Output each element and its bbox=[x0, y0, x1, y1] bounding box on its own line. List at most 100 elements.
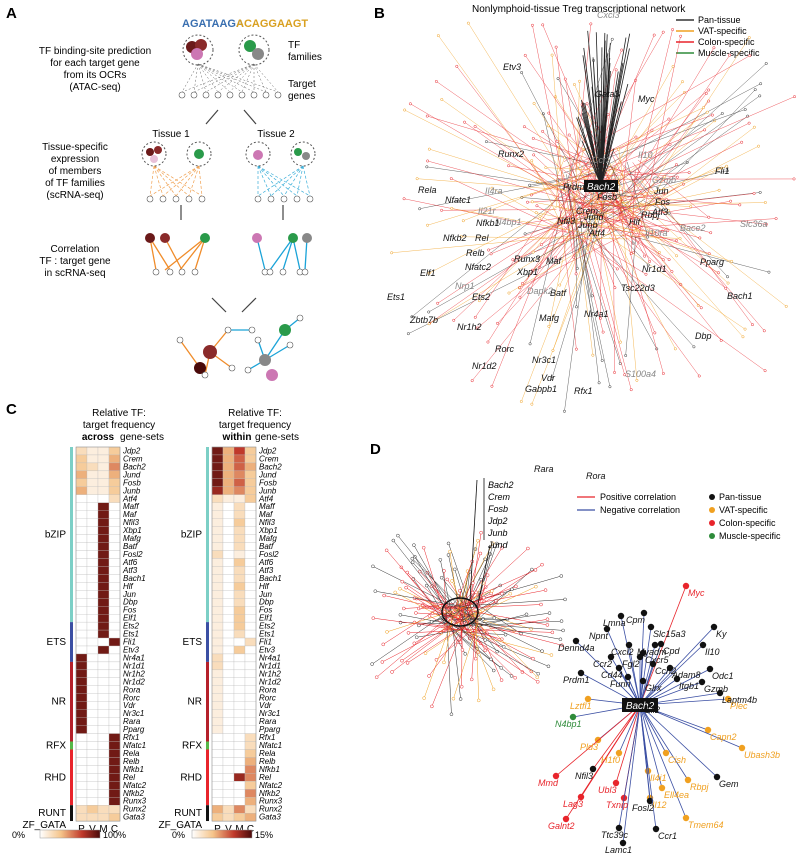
heatmap-cell bbox=[222, 709, 235, 718]
overview-node bbox=[451, 696, 456, 701]
heatmap-cell bbox=[233, 789, 246, 798]
heatmap-cell bbox=[75, 629, 88, 639]
network-node bbox=[608, 385, 612, 389]
tf-node bbox=[266, 369, 278, 381]
zoom-line bbox=[469, 479, 478, 601]
overview-node bbox=[459, 684, 464, 689]
overview-node bbox=[561, 628, 565, 633]
correlation-edge bbox=[164, 237, 206, 271]
heatmap-cell bbox=[86, 598, 99, 607]
network-node-label: Rbpj bbox=[641, 210, 661, 220]
heatmap-col-label: P bbox=[78, 824, 85, 835]
heatmap-cell bbox=[97, 645, 110, 655]
target-gene-dot bbox=[172, 195, 180, 203]
bach2-target-node bbox=[649, 660, 657, 668]
heatmap-cell bbox=[86, 685, 99, 694]
network-node bbox=[597, 381, 601, 385]
bach2-target-label: Nfil3 bbox=[575, 771, 593, 781]
network-edge bbox=[615, 200, 726, 289]
bach2-target-label: Gem bbox=[719, 779, 739, 789]
bach2-edge bbox=[622, 704, 641, 844]
heatmap-row-label: Nr1d2 bbox=[259, 677, 281, 686]
overview-edge bbox=[475, 614, 527, 628]
overview-edge bbox=[427, 572, 453, 616]
heatmap-cell bbox=[244, 582, 257, 591]
heatmap-row-label: Nr1d1 bbox=[123, 661, 145, 670]
network-node-label: Gabpb1 bbox=[525, 384, 557, 394]
network-node-label: Ets2 bbox=[472, 292, 490, 302]
tissue2-family-circle bbox=[290, 141, 316, 167]
heatmap-cell bbox=[108, 550, 121, 559]
heatmap-cell bbox=[244, 621, 257, 631]
heatmap-row-label: Jun bbox=[258, 590, 272, 599]
network-node bbox=[473, 315, 477, 319]
network-node bbox=[697, 374, 701, 378]
network-edge bbox=[614, 201, 699, 306]
heatmap-cell bbox=[97, 534, 110, 543]
target-gene-dot bbox=[244, 366, 252, 374]
heatmap-cell bbox=[108, 558, 121, 567]
heatmap-row-label: Jdp2 bbox=[258, 447, 277, 456]
bach2-target-node bbox=[646, 797, 654, 805]
network-node bbox=[473, 124, 477, 128]
family-label: NR bbox=[52, 697, 66, 708]
heatmap-cell bbox=[211, 733, 224, 742]
overview-node bbox=[373, 589, 378, 593]
heatmap-row-label: Rfx1 bbox=[123, 733, 139, 742]
network-edge bbox=[630, 176, 665, 239]
tissue-2-label: Tissue 2 bbox=[257, 129, 295, 140]
dashed-link bbox=[198, 165, 203, 197]
overview-node bbox=[502, 645, 506, 649]
heatmap-row-label: Fli1 bbox=[123, 638, 136, 647]
family-label: ETS bbox=[183, 637, 203, 648]
network-edge bbox=[589, 202, 766, 207]
heatmap-cell bbox=[86, 653, 99, 663]
family-bar bbox=[206, 821, 209, 830]
svg-text:Correlation: Correlation bbox=[51, 244, 100, 255]
step1-text: TF binding-site prediction for each targ… bbox=[39, 46, 151, 93]
network-node bbox=[643, 254, 647, 258]
network-node-label: Rela bbox=[418, 185, 437, 195]
network-node bbox=[551, 349, 555, 352]
network-node bbox=[763, 201, 767, 204]
heatmap-row-label: Rfx1 bbox=[259, 733, 275, 742]
overview-edge bbox=[386, 606, 467, 633]
heatmap-cell bbox=[211, 813, 224, 822]
heatmap-cell bbox=[222, 558, 235, 567]
heatmap-row-label: Fosl2 bbox=[123, 550, 143, 559]
network-node bbox=[554, 45, 558, 49]
network-node bbox=[426, 223, 429, 227]
dashed-link bbox=[193, 63, 255, 93]
network-node bbox=[550, 53, 554, 57]
heatmap-cell bbox=[97, 773, 110, 782]
heatmap-cell bbox=[222, 574, 235, 583]
heatmap-cell bbox=[86, 717, 99, 726]
network-node bbox=[541, 129, 545, 133]
heatmap-cell bbox=[75, 550, 88, 559]
heatmap-cell bbox=[233, 606, 246, 615]
heatmap-cell bbox=[244, 725, 257, 734]
network-edge bbox=[641, 193, 755, 207]
legend-dot bbox=[709, 533, 715, 539]
bach2-target-node bbox=[704, 726, 712, 734]
network-node bbox=[531, 136, 535, 140]
target-gene-dot bbox=[176, 336, 184, 344]
heatmap-cell bbox=[97, 741, 110, 750]
heatmap-cell bbox=[244, 805, 257, 814]
network-node-label: Runx2 bbox=[498, 149, 524, 159]
network-node bbox=[532, 102, 536, 105]
overview-node bbox=[481, 617, 485, 621]
overview-node bbox=[374, 675, 379, 679]
network-edge bbox=[461, 236, 630, 240]
network-edge bbox=[570, 181, 649, 266]
heatmap-cell bbox=[75, 526, 88, 535]
tissue-1-label: Tissue 1 bbox=[152, 129, 190, 140]
network-node-label: Nr3c1 bbox=[532, 355, 556, 365]
overview-node bbox=[495, 541, 499, 546]
network-node bbox=[591, 353, 595, 357]
arrow bbox=[211, 297, 227, 313]
heatmap-cell bbox=[97, 749, 110, 758]
network-node-label: Nr1d1 bbox=[642, 264, 667, 274]
overview-node bbox=[417, 623, 421, 628]
heatmap-cell bbox=[233, 621, 246, 631]
